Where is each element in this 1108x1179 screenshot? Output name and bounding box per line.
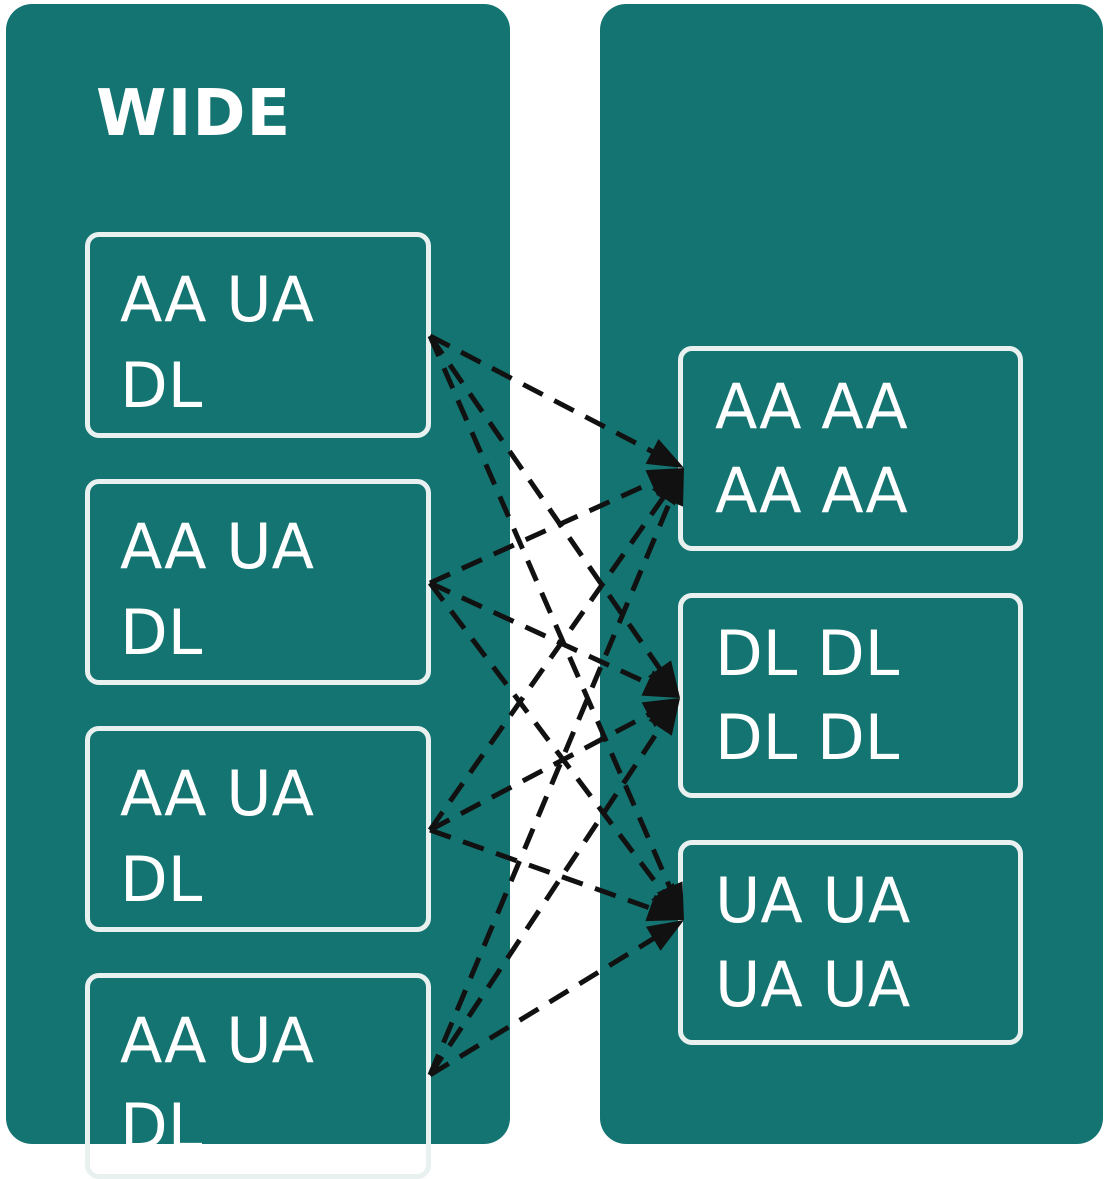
narrow-node-aa: AA AA AA AA — [678, 346, 1023, 551]
node-line-1: AA UA — [120, 1004, 315, 1077]
narrow-node-dl: DL DL DL DL — [678, 593, 1023, 798]
node-line-1: AA UA — [120, 263, 315, 336]
node-line-1: AA UA — [120, 510, 315, 583]
node-line-2: DL — [120, 1090, 203, 1163]
node-line-2: DL — [120, 843, 203, 916]
node-line-2: DL — [120, 349, 203, 422]
node-line-1: AA AA — [715, 370, 908, 443]
node-line-2: DL DL — [715, 701, 900, 774]
wide-node-2: AA UA DL — [85, 479, 431, 685]
narrow-node-ua: UA UA UA UA — [678, 840, 1023, 1045]
node-line-2: DL — [120, 596, 203, 669]
node-line-1: UA UA — [715, 864, 911, 937]
node-line-1: AA UA — [120, 757, 315, 830]
node-line-2: AA AA — [715, 454, 908, 527]
wide-node-4: AA UA DL — [85, 973, 431, 1179]
node-line-2: UA UA — [715, 948, 911, 1021]
wide-node-3: AA UA DL — [85, 726, 431, 932]
node-line-1: DL DL — [715, 617, 900, 690]
panel-title: WIDE — [96, 77, 292, 151]
wide-node-1: AA UA DL — [85, 232, 431, 438]
